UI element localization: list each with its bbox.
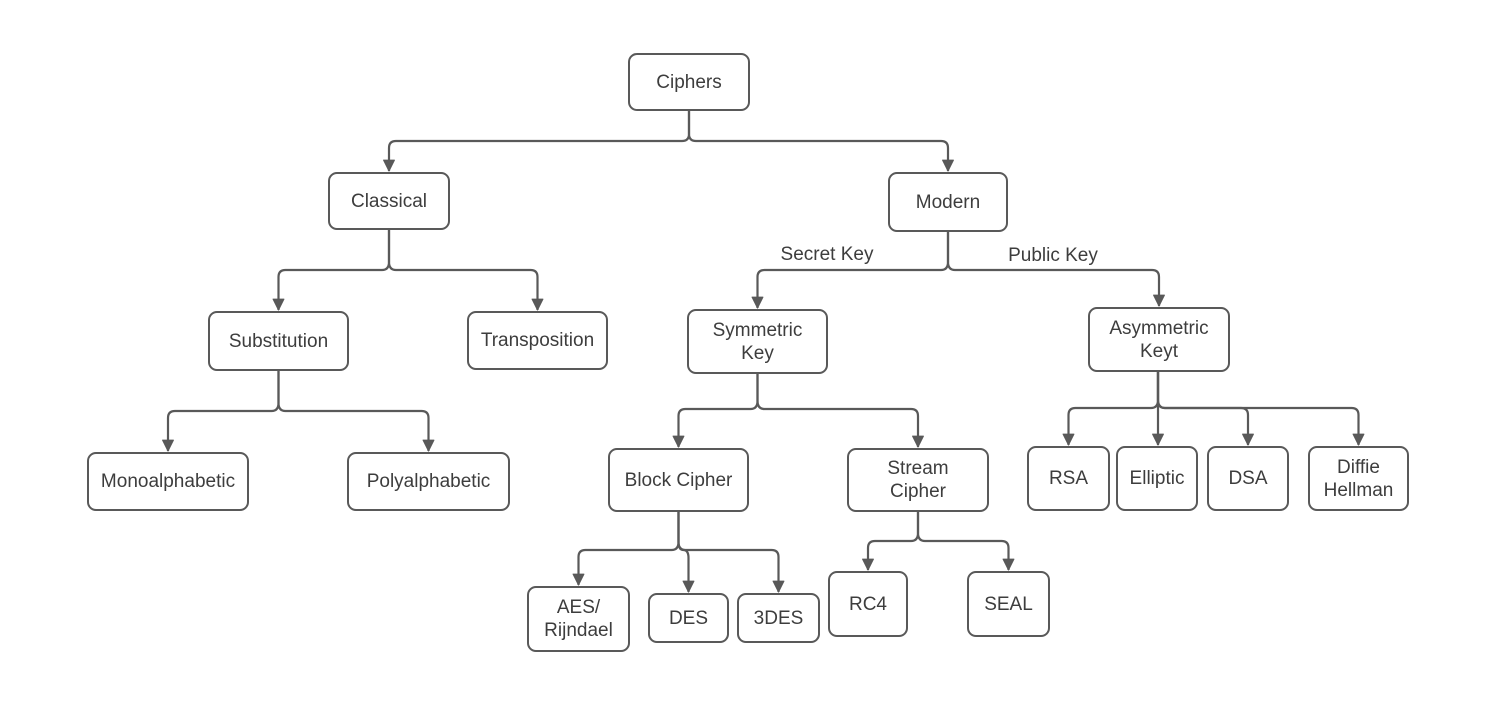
edge-asymmetric-diffie (1156, 372, 1365, 446)
edge-symmetric-stream (756, 374, 924, 448)
edge-classical-transposition (387, 230, 544, 311)
node-aes-rijndael: AES/ Rijndael (527, 586, 630, 652)
edge-substitution-monoalphabetic (162, 371, 280, 452)
edge-block-des (677, 512, 695, 593)
edge-block-aes (572, 512, 680, 586)
edge-label-public-key: Public Key (1008, 245, 1098, 266)
edge-modern-asymmetric (946, 232, 1165, 307)
node-substitution: Substitution (208, 311, 349, 371)
edge-ciphers-classical (383, 111, 691, 172)
edge-symmetric-block (672, 374, 759, 448)
node-monoalphabetic: Monoalphabetic (87, 452, 249, 511)
node-diffie-hellman: Diffie Hellman (1308, 446, 1409, 511)
node-des: DES (648, 593, 729, 643)
edge-substitution-polyalphabetic (277, 371, 435, 452)
node-3des: 3DES (737, 593, 820, 643)
node-symmetric-key: Symmetric Key (687, 309, 828, 374)
node-elliptic: Elliptic (1116, 446, 1198, 511)
edge-block-3des (677, 512, 785, 593)
node-dsa: DSA (1207, 446, 1289, 511)
edge-ciphers-modern (687, 111, 954, 172)
node-stream-cipher: Stream Cipher (847, 448, 989, 512)
edge-label-secret-key: Secret Key (780, 244, 874, 265)
edge-stream-rc4 (862, 512, 920, 571)
edge-asymmetric-rsa (1062, 372, 1160, 446)
node-transposition: Transposition (467, 311, 608, 370)
node-ciphers: Ciphers (628, 53, 750, 111)
node-polyalphabetic: Polyalphabetic (347, 452, 510, 511)
node-classical: Classical (328, 172, 450, 230)
node-rsa: RSA (1027, 446, 1110, 511)
node-rc4: RC4 (828, 571, 908, 637)
node-modern: Modern (888, 172, 1008, 232)
edge-stream-seal (916, 512, 1015, 571)
node-asymmetric-key: Asymmetric Keyt (1088, 307, 1230, 372)
edge-classical-substitution (272, 230, 391, 311)
node-block-cipher: Block Cipher (608, 448, 749, 512)
node-seal: SEAL (967, 571, 1050, 637)
